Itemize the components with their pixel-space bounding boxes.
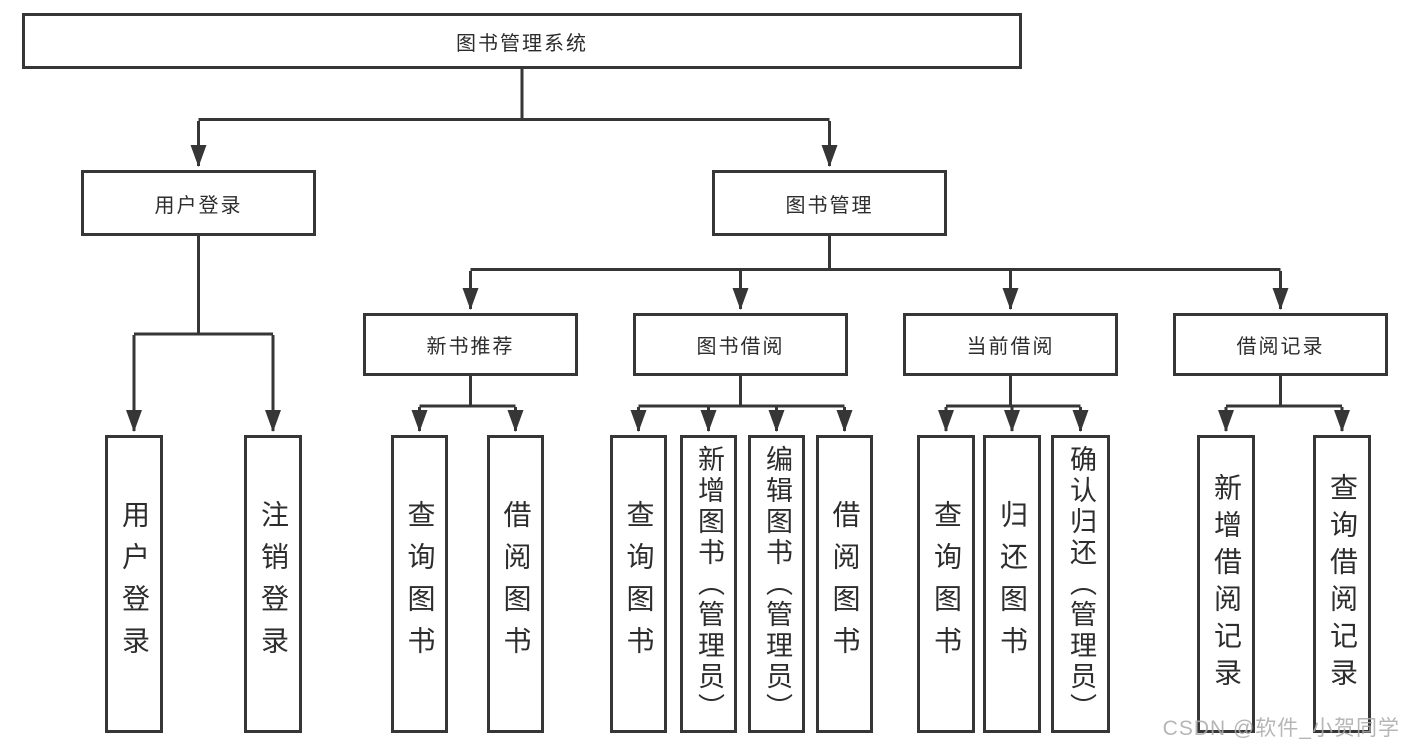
node-label: 借阅记录: [1236, 336, 1325, 358]
node-book-borrow: 图书借阅: [633, 313, 848, 376]
node-label: 借阅图书: [500, 500, 532, 668]
leaf-current-return: 归还图书: [983, 435, 1041, 733]
leaf-borrow-edit-admin: 编辑图书（管理员）: [748, 435, 805, 733]
node-label: 图书管理: [785, 194, 874, 217]
node-book-management: 图书管理: [712, 170, 947, 236]
node-label: 当前借阅: [966, 336, 1055, 358]
leaf-borrow-query: 查询图书: [610, 435, 667, 733]
node-current-borrow: 当前借阅: [903, 313, 1118, 376]
connector-skeleton: [134, 69, 1342, 408]
node-label: 归还图书: [997, 500, 1028, 668]
leaf-borrow-add-admin: 新增图书（管理员）: [680, 435, 737, 733]
node-label: 图书管理系统: [456, 32, 588, 55]
node-label: 确认归还（管理员）: [1066, 444, 1096, 724]
node-label: 查询图书: [623, 500, 655, 668]
node-borrow-records: 借阅记录: [1173, 313, 1388, 376]
leaf-newbook-query: 查询图书: [391, 435, 448, 733]
node-new-book-recommend: 新书推荐: [363, 313, 578, 376]
leaf-current-confirm-admin: 确认归还（管理员）: [1051, 435, 1110, 733]
node-label: 新增图书（管理员）: [694, 444, 724, 724]
leaf-records-add: 新增借阅记录: [1197, 435, 1255, 733]
leaf-user-login: 用户登录: [105, 435, 163, 733]
leaf-newbook-borrow: 借阅图书: [487, 435, 544, 733]
leaf-logout: 注销登录: [244, 435, 302, 733]
node-label: 查询借阅记录: [1327, 473, 1358, 695]
node-label: 用户登录: [119, 500, 150, 668]
node-root: 图书管理系统: [22, 13, 1022, 69]
node-label: 新增借阅记录: [1211, 473, 1242, 695]
leaf-records-query: 查询借阅记录: [1313, 435, 1371, 733]
node-label: 用户登录: [154, 194, 243, 217]
node-label: 查询图书: [931, 500, 962, 668]
node-label: 编辑图书（管理员）: [762, 444, 792, 724]
node-label: 图书借阅: [696, 336, 785, 358]
leaf-current-query: 查询图书: [917, 435, 975, 733]
node-user-login: 用户登录: [81, 170, 316, 236]
watermark: CSDN @软件_小贺同学: [1162, 717, 1400, 740]
node-label: 新书推荐: [426, 336, 515, 358]
connector-arrows: [126, 121, 1350, 432]
node-label: 查询图书: [404, 500, 436, 668]
leaf-borrow-borrow: 借阅图书: [816, 435, 873, 733]
node-label: 借阅图书: [829, 500, 861, 668]
node-label: 注销登录: [258, 500, 289, 668]
